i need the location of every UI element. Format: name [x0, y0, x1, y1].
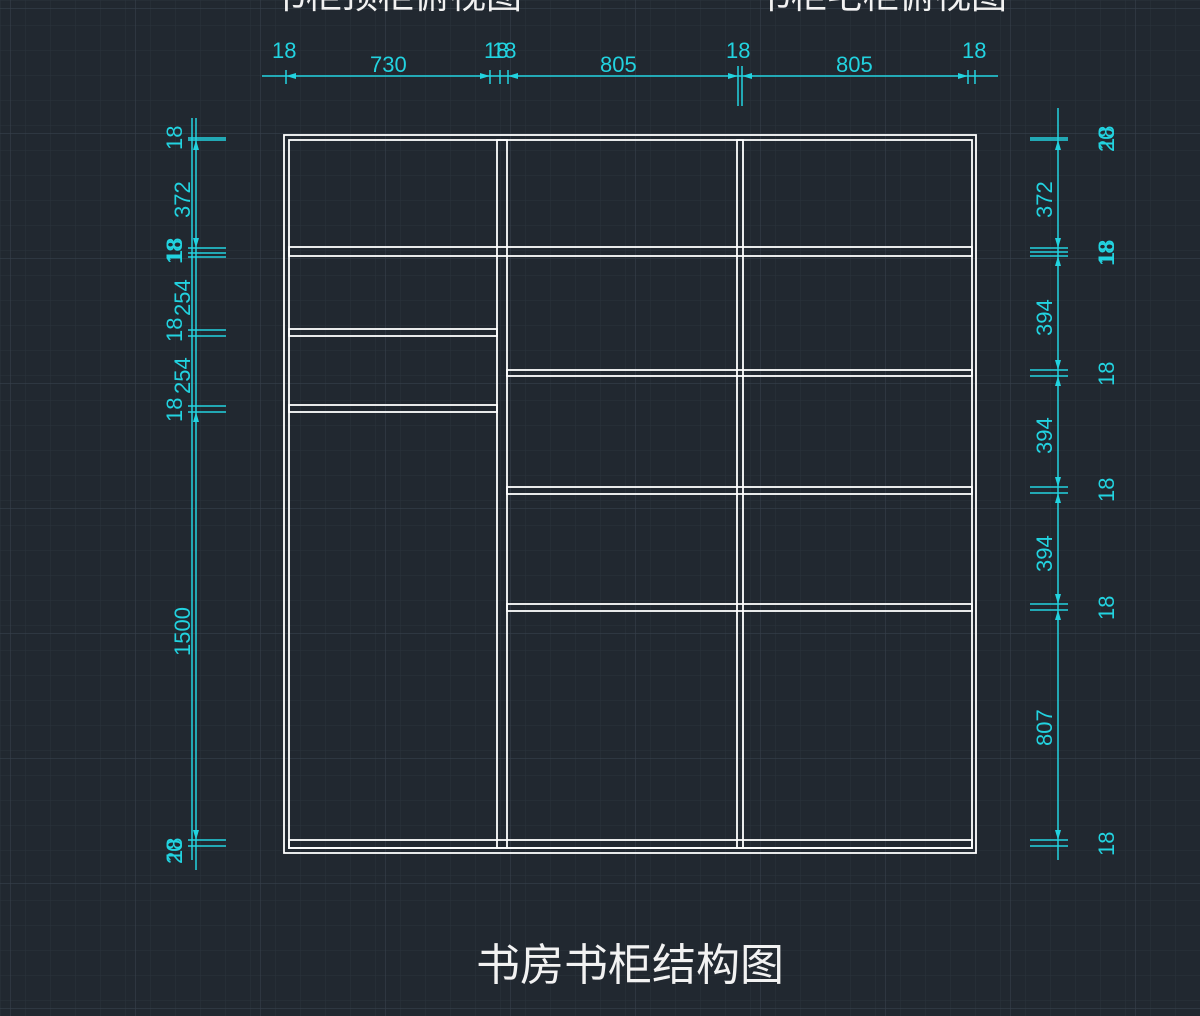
left-shelf-2: [288, 404, 498, 413]
dim-label: 18: [1094, 126, 1119, 150]
left-dimension-labels: 18 372 18 18 254 18 254 18 1500 18 20: [162, 126, 195, 864]
right-dimension-labels: 18 20 372 18 18 394 18 394 18 394 18 807…: [1032, 126, 1119, 856]
drawing-title: 书房书柜结构图: [476, 940, 784, 991]
dim-label: 20: [162, 840, 187, 864]
top-dimension-labels: 18 730 18 18 805 18 805 18: [272, 38, 986, 77]
dim-label: 18: [1094, 362, 1119, 386]
dim-label: 18: [162, 838, 187, 862]
dim-label: 18: [1094, 242, 1119, 266]
dim-label: 805: [600, 52, 637, 77]
dim-label: 730: [370, 52, 407, 77]
dim-label: 18: [162, 318, 187, 342]
dim-label: 254: [170, 279, 195, 316]
dim-label: 18: [726, 38, 750, 63]
dim-label: 18: [162, 238, 187, 262]
cabinet-outer-frame: [283, 134, 977, 854]
right-shelf-1: [506, 369, 973, 377]
dim-label: 254: [170, 357, 195, 394]
dimension-lines: [188, 66, 1068, 870]
dim-label: 372: [1032, 181, 1057, 218]
dim-label: 18: [1094, 596, 1119, 620]
dim-label: 805: [836, 52, 873, 77]
top-board: [288, 246, 973, 257]
dim-label: 18: [484, 38, 508, 63]
dim-label: 18: [962, 38, 986, 63]
header-left: 书柜顶柜俯视图: [270, 0, 522, 17]
right-shelf-2: [506, 486, 973, 495]
right-shelf-3: [506, 603, 973, 612]
dim-label: 18: [492, 38, 516, 63]
dim-label: 394: [1032, 535, 1057, 572]
dimension-arrows: [193, 73, 1061, 840]
dim-label: 1500: [170, 607, 195, 656]
header-right: 书柜宅柜俯视图: [755, 0, 1007, 17]
bottom-board: [288, 839, 973, 849]
dim-label: 394: [1032, 417, 1057, 454]
dim-label: 18: [1094, 240, 1119, 264]
dim-label: 807: [1032, 709, 1057, 746]
left-shelf-1: [288, 328, 498, 337]
dim-label: 18: [162, 240, 187, 264]
dim-label: 18: [272, 38, 296, 63]
dim-label: 394: [1032, 299, 1057, 336]
dim-label: 18: [1094, 478, 1119, 502]
dim-label: 372: [170, 181, 195, 218]
dim-label: 18: [1094, 832, 1119, 856]
dim-label: 18: [162, 126, 187, 150]
dim-label: 20: [1094, 128, 1119, 152]
dim-label: 18: [162, 398, 187, 422]
cabinet-structure: [283, 134, 977, 854]
